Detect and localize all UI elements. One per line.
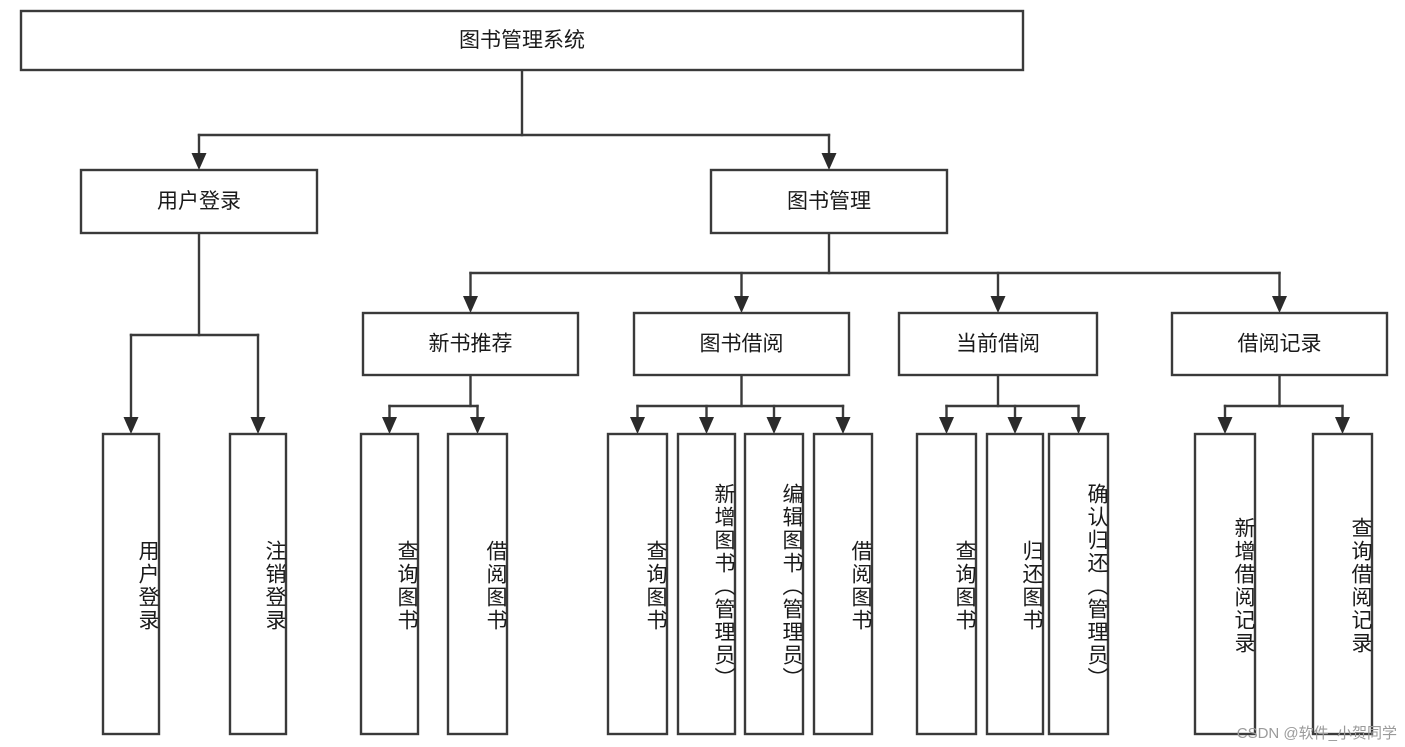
arrow-head-icon [699,417,714,434]
watermark: CSDN @软件_小贺同学 [1236,725,1397,742]
arrow-head-icon [766,417,782,434]
node-root-label: 图书管理系统 [459,29,585,52]
arrow-head-icon [734,296,749,313]
arrow-head-icon [990,296,1006,313]
node-level2-2[interactable] [897,311,1099,377]
node-leaf-4[interactable] [606,432,669,736]
node-level1-label-1: 图书管理 [787,190,871,213]
node-level1-label-0: 用户登录 [157,190,241,213]
arrow-head-icon [123,417,139,434]
node-leaf-9[interactable] [985,432,1045,736]
arrow-head-icon [939,417,954,434]
node-level2-3[interactable] [1170,311,1389,377]
node-leaf-8[interactable] [915,432,978,736]
arrow-head-icon [470,417,485,434]
node-box-layer [19,9,1389,736]
node-leaf-5[interactable] [676,432,737,736]
arrow-head-icon [835,417,851,434]
node-leaf-7[interactable] [812,432,874,736]
node-leaf-12[interactable] [1311,432,1374,736]
node-level1-0[interactable] [79,168,319,235]
node-leaf-1[interactable] [228,432,288,736]
node-leaf-6[interactable] [743,432,805,736]
arrow-head-icon [821,153,837,170]
arrow-head-icon [382,417,397,434]
node-level2-label-3: 借阅记录 [1238,333,1322,356]
node-leaf-3[interactable] [446,432,509,736]
node-leaf-0[interactable] [101,432,161,736]
arrow-head-icon [1007,417,1023,434]
arrow-head-icon [630,417,645,434]
node-level2-label-0: 新书推荐 [429,333,513,356]
node-level2-label-1: 图书借阅 [700,333,784,356]
node-leaf-10[interactable] [1047,432,1110,736]
node-level2-0[interactable] [361,311,580,377]
arrow-head-icon [1217,417,1233,434]
connector-layer [123,68,1350,434]
arrow-head-icon [463,296,478,313]
node-level1-1[interactable] [709,168,949,235]
node-root[interactable] [19,9,1025,72]
node-leaf-11[interactable] [1193,432,1257,736]
node-level2-label-2: 当前借阅 [956,333,1040,356]
arrow-head-icon [1272,296,1287,313]
arrow-head-icon [250,417,266,434]
arrow-head-icon [191,153,207,170]
arrow-head-icon [1071,417,1086,434]
node-leaf-2[interactable] [359,432,420,736]
node-level2-1[interactable] [632,311,851,377]
arrow-head-icon [1335,417,1350,434]
